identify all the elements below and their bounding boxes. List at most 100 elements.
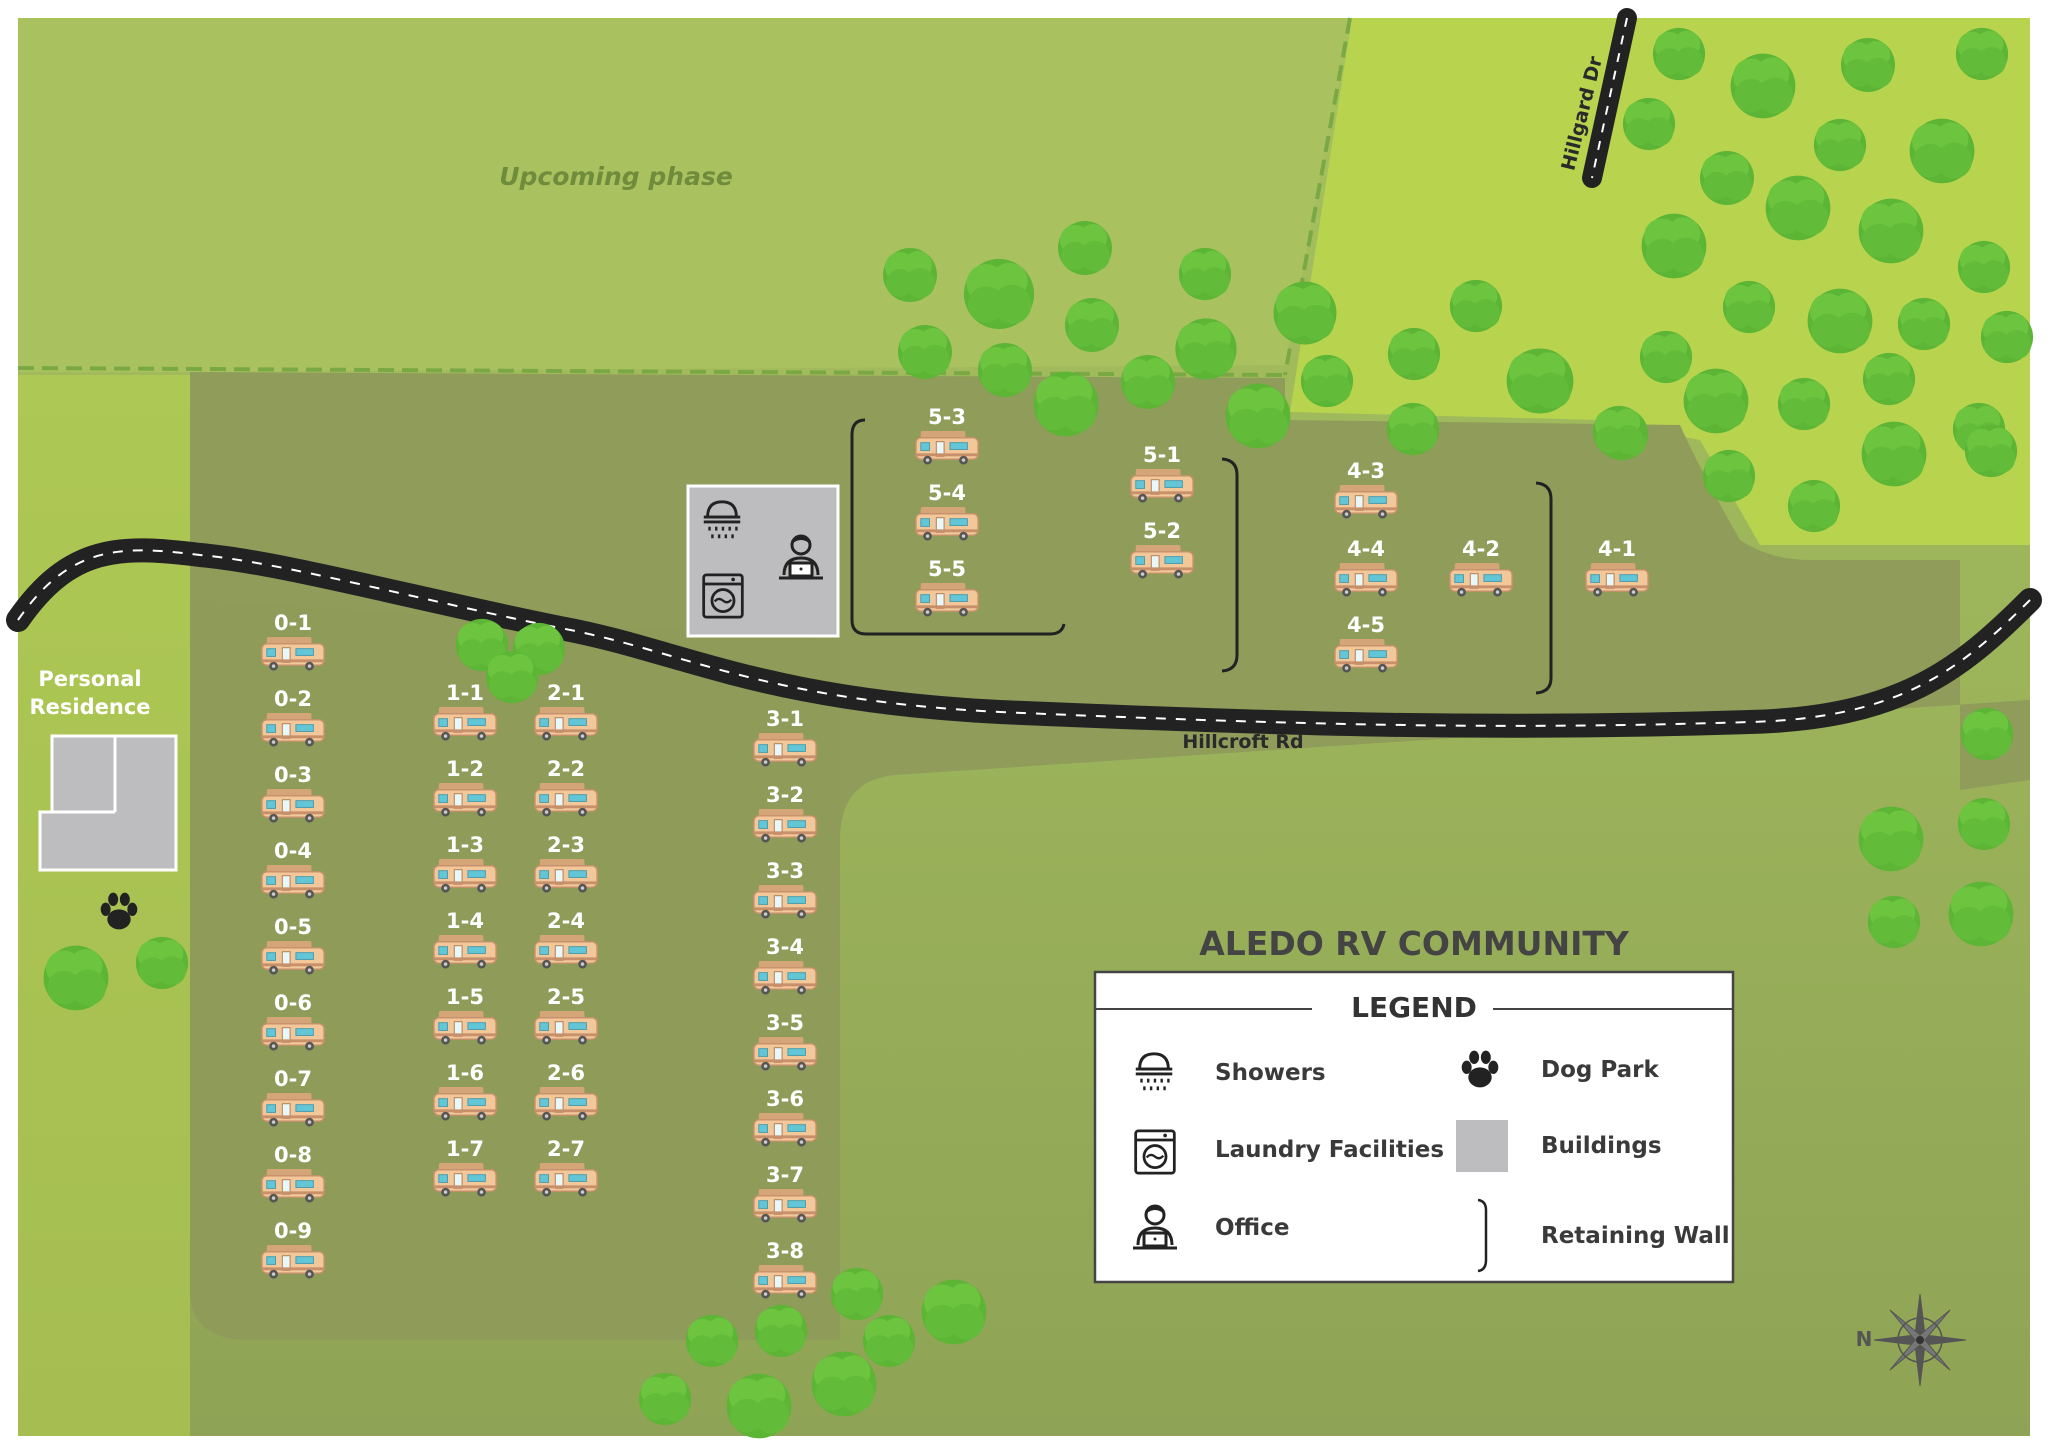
- rv-site: 0-9: [261, 1219, 325, 1280]
- rv-site: 5-5: [915, 557, 979, 618]
- rv-site-label: 1-7: [446, 1137, 484, 1161]
- rv-site: 1-5: [433, 985, 497, 1046]
- rv-site-label: 2-3: [547, 833, 585, 857]
- phase-boundary: [17, 366, 1286, 377]
- upcoming-phase-label: Upcoming phase: [499, 162, 733, 191]
- rv-site-label: 4-1: [1598, 537, 1636, 561]
- rv-site: 3-5: [753, 1011, 817, 1072]
- rv-site: 3-8: [753, 1239, 817, 1300]
- rv-site-label: 5-4: [928, 481, 966, 505]
- rv-site: 0-1: [261, 611, 325, 672]
- rv-site-label: 0-7: [274, 1067, 312, 1091]
- residence-label-line1: Personal: [38, 667, 141, 691]
- rv-site: 1-3: [433, 833, 497, 894]
- rv-site-label: 4-5: [1347, 613, 1385, 637]
- rv-site-label: 1-5: [446, 985, 484, 1009]
- rv-site: 1-7: [433, 1137, 497, 1198]
- rv-site-label: 2-4: [547, 909, 585, 933]
- rv-site: 2-6: [534, 1061, 598, 1122]
- rv-site-label: 3-8: [766, 1239, 804, 1263]
- rv-site-label: 5-5: [928, 557, 966, 581]
- rv-site: 0-5: [261, 915, 325, 976]
- rv-site: 4-4: [1334, 537, 1398, 598]
- rv-site-label: 2-7: [547, 1137, 585, 1161]
- rv-site-label: 3-4: [766, 935, 804, 959]
- rv-site-label: 0-2: [274, 687, 312, 711]
- rv-site: 1-1: [433, 681, 497, 742]
- rv-site-label: 1-2: [446, 757, 484, 781]
- rv-site: 5-1: [1130, 443, 1194, 504]
- rv-site-label: 4-4: [1347, 537, 1385, 561]
- rv-site: 0-6: [261, 991, 325, 1052]
- legend-label-office: Office: [1215, 1215, 1289, 1241]
- rv-site: 1-4: [433, 909, 497, 970]
- rv-site-label: 0-1: [274, 611, 312, 635]
- legend-title: LEGEND: [1351, 991, 1477, 1024]
- rv-site-label: 3-5: [766, 1011, 804, 1035]
- rv-site-label: 2-6: [547, 1061, 585, 1085]
- rv-site: 0-8: [261, 1143, 325, 1204]
- legend-label-buildings: Buildings: [1541, 1133, 1662, 1159]
- rv-site: 2-3: [534, 833, 598, 894]
- rv-site: 3-4: [753, 935, 817, 996]
- rv-site: 3-3: [753, 859, 817, 920]
- rv-site: 1-6: [433, 1061, 497, 1122]
- rv-site: 3-7: [753, 1163, 817, 1224]
- rv-site-label: 0-3: [274, 763, 312, 787]
- rv-site: 0-2: [261, 687, 325, 748]
- rv-site-label: 3-1: [766, 707, 804, 731]
- rv-site: 3-1: [753, 707, 817, 768]
- rv-site: 3-2: [753, 783, 817, 844]
- rv-site: 4-5: [1334, 613, 1398, 674]
- rv-site: 2-7: [534, 1137, 598, 1198]
- legend-label-retaining-wall: Retaining Wall: [1541, 1223, 1730, 1249]
- rv-site: 0-3: [261, 763, 325, 824]
- rv-site: 5-3: [915, 405, 979, 466]
- hillcroft-road-label: Hillcroft Rd: [1182, 731, 1303, 753]
- rv-site: 4-1: [1585, 537, 1649, 598]
- compass-north-label: N: [1856, 1327, 1873, 1351]
- rv-site: 2-4: [534, 909, 598, 970]
- rv-site-label: 0-5: [274, 915, 312, 939]
- rv-site: 2-5: [534, 985, 598, 1046]
- retaining-wall-icon: [1477, 1198, 1488, 1273]
- rv-site-label: 0-9: [274, 1219, 312, 1243]
- camp-lot-south: [190, 600, 840, 1340]
- legend-label-laundry: Laundry Facilities: [1215, 1137, 1444, 1163]
- rv-site-label: 3-6: [766, 1087, 804, 1111]
- rv-site-label: 5-3: [928, 405, 966, 429]
- rv-site-label: 5-2: [1143, 519, 1181, 543]
- rv-site-label: 3-3: [766, 859, 804, 883]
- map-title: ALEDO RV COMMUNITY: [1199, 924, 1630, 963]
- rv-site-label: 0-6: [274, 991, 312, 1015]
- rv-site: 4-3: [1334, 459, 1398, 520]
- rv-site-label: 4-3: [1347, 459, 1385, 483]
- legend: LEGEND Showers Laundry Facilities Office…: [1093, 970, 1735, 1284]
- rv-site-label: 0-8: [274, 1143, 312, 1167]
- upcoming-phase-area: [18, 18, 1350, 372]
- hillgard-road: [1582, 8, 1637, 188]
- rv-site-label: 0-4: [274, 839, 312, 863]
- rv-site-label: 4-2: [1462, 537, 1500, 561]
- rv-site-label: 1-4: [446, 909, 484, 933]
- rv-site: 0-4: [261, 839, 325, 900]
- residence-building: [38, 734, 178, 872]
- residence-label-line2: Residence: [29, 695, 150, 719]
- rv-site-label: 2-1: [547, 681, 585, 705]
- retaining-wall: [850, 418, 1066, 636]
- retaining-wall: [1221, 457, 1239, 673]
- rv-site-label: 2-2: [547, 757, 585, 781]
- rv-site: 3-6: [753, 1087, 817, 1148]
- rv-site: 5-2: [1130, 519, 1194, 580]
- rv-site: 2-1: [534, 681, 598, 742]
- legend-label-dog-park: Dog Park: [1541, 1057, 1659, 1083]
- legend-label-showers: Showers: [1215, 1060, 1326, 1086]
- rv-site: 4-2: [1449, 537, 1513, 598]
- rv-site: 5-4: [915, 481, 979, 542]
- rv-sites: 0-1 0-2 0-3 0-4 0-5 0-6 0-7 0-8 0-9 1-1 1-2 1-3 1-4 1…: [261, 405, 1649, 1300]
- retaining-wall: [1535, 481, 1553, 695]
- rv-site-label: 1-1: [446, 681, 484, 705]
- rv-site-label: 3-7: [766, 1163, 804, 1187]
- rv-site-label: 3-2: [766, 783, 804, 807]
